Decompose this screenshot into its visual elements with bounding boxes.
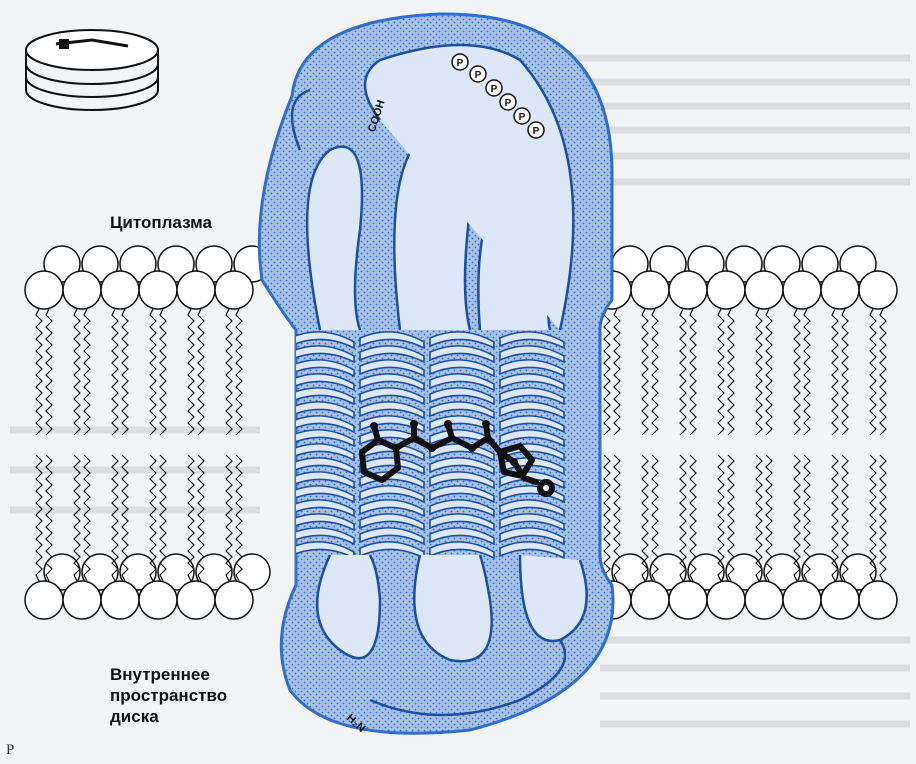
lipid-tail [642,309,648,435]
lipid-tail [842,309,848,435]
lipid-head [669,271,707,309]
lipid-tail [198,309,204,435]
lipid-head [859,581,897,619]
caption-fragment: Р [6,742,14,759]
lipid-head [215,581,253,619]
lipid-tail [804,309,810,435]
lipid-head [745,271,783,309]
lipid-head [669,581,707,619]
lipid-tail [36,309,42,435]
lipid-tail [718,309,724,435]
lipid-head [25,271,63,309]
lipid-tail [690,309,696,435]
lipid-tail [150,309,156,435]
lipid-head [139,271,177,309]
lipid-tail [880,455,886,581]
lipid-bilayer-right [593,246,897,619]
lipid-head [707,271,745,309]
phosphate-label: P [505,98,512,109]
lipid-head [177,581,215,619]
lipid-head [215,271,253,309]
lipid-tail [756,309,762,435]
disk-interior-line-1: Внутреннее [110,664,227,685]
phosphate-label: P [475,70,482,81]
cytoplasm-label: Цитоплазма [110,212,212,233]
lipid-head [139,581,177,619]
disk-interior-label: Внутреннее пространство диска [110,664,227,727]
lipid-head [177,271,215,309]
lipid-tail [46,309,52,435]
lipid-tail [728,309,734,435]
lipid-head [821,581,859,619]
lipid-head [25,581,63,619]
lipid-tail [226,309,232,435]
lipid-tail [766,309,772,435]
lipid-head [101,271,139,309]
phosphate-label: P [491,84,498,95]
lipid-tail [614,309,620,435]
lipid-tail [84,309,90,435]
disk-interior-line-2: пространство [110,685,227,706]
phosphate-label: P [457,58,464,69]
lipid-head [63,271,101,309]
lipid-head [859,271,897,309]
lipid-head [783,581,821,619]
lipid-tail [122,309,128,435]
disk-stack-icon [26,30,158,110]
disk-interior-line-3: диска [110,706,227,727]
lipid-head [745,581,783,619]
lipid-tail [870,309,876,435]
lipid-tail [832,309,838,435]
lipid-tail [652,309,658,435]
lipid-tail [74,309,80,435]
lipid-head [63,581,101,619]
phosphate-label: P [533,126,540,137]
lipid-tail [604,455,610,581]
lipid-tail [880,309,886,435]
phosphate-label: P [519,112,526,123]
lipid-tail [604,309,610,435]
lipid-head [783,271,821,309]
lipid-tail [160,309,166,435]
lipid-head [821,271,859,309]
lipid-head [101,581,139,619]
lipid-tail [680,309,686,435]
lipid-tail [794,309,800,435]
lipid-head [707,581,745,619]
lipid-tail [188,309,194,435]
lipid-head [631,271,669,309]
lipid-tail [112,309,118,435]
lipid-head [631,581,669,619]
lipid-tail [236,309,242,435]
lipid-tail [36,455,42,581]
